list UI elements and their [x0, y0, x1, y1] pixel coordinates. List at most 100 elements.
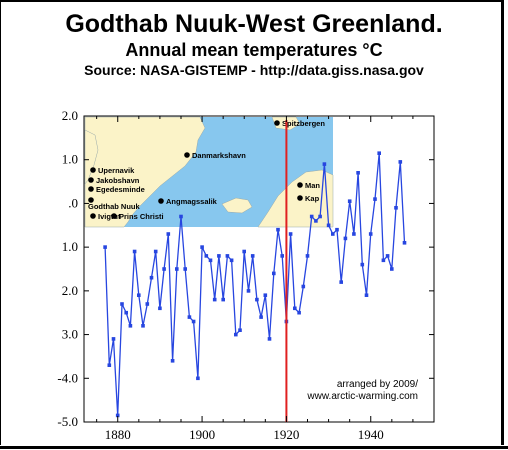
data-point [238, 328, 242, 332]
data-point [212, 297, 217, 302]
data-point [339, 280, 343, 284]
y-axis: 2.0 1.0 .0 1.0 2.0 3.0 -4.0 -5.0 [57, 108, 434, 429]
data-point [280, 254, 284, 258]
y-tick-label: .0 [68, 195, 78, 210]
data-point [368, 232, 373, 236]
data-point [111, 337, 116, 341]
data-point [137, 293, 141, 297]
data-point [204, 254, 209, 258]
data-point [347, 199, 352, 203]
chart-subtitle: Annual mean temperatures °C [125, 40, 383, 60]
data-point [267, 337, 272, 341]
series-line [104, 153, 406, 416]
data-point [217, 254, 221, 258]
data-point [331, 232, 335, 236]
x-tick-label: 1880 [105, 427, 131, 442]
y-tick-label: 3.0 [62, 327, 78, 342]
x-tick-label: 1940 [358, 427, 384, 442]
data-point [293, 306, 297, 311]
data-point [343, 236, 348, 241]
map-dot [297, 195, 303, 201]
x-tick-label: 1920 [273, 427, 299, 442]
data-point [356, 171, 360, 175]
y-tick-label: -5.0 [57, 414, 78, 429]
data-point [149, 275, 154, 280]
data-point [183, 267, 187, 271]
data-point [373, 197, 377, 201]
data-point [145, 302, 150, 306]
data-point [377, 151, 381, 155]
data-point [259, 315, 263, 319]
data-point [225, 254, 230, 258]
map-label: Angmagssalik [166, 197, 218, 206]
map-dot [158, 198, 164, 204]
map-label: Jakobshavn [96, 176, 140, 185]
y-tick-label: 2.0 [62, 283, 78, 298]
y-tick-label: 1.0 [62, 152, 78, 167]
map-label: Godthab Nuuk [88, 202, 140, 211]
source-annotation: arranged by 2009/www.arctic-warming.com [306, 379, 418, 402]
data-point [120, 302, 124, 306]
data-point [200, 245, 204, 249]
data-point [381, 258, 386, 263]
map-label: Ivigtut [98, 212, 121, 221]
data-point [335, 227, 339, 232]
data-point [394, 206, 398, 210]
data-point [234, 332, 238, 337]
data-point [153, 249, 158, 254]
data-point [208, 258, 213, 263]
map-dot [90, 213, 96, 219]
map-iceland [221, 197, 253, 214]
data-point [364, 293, 369, 297]
data-point [229, 258, 234, 263]
map-label: Man [305, 181, 320, 190]
map-label: Danmarkshavn [192, 151, 246, 160]
map-dot [88, 197, 94, 203]
x-axis: 1880 1900 1920 1940 [96, 116, 414, 442]
data-point [305, 254, 310, 258]
data-point [390, 267, 394, 271]
data-point [132, 249, 137, 254]
data-point [288, 232, 293, 236]
data-point [107, 363, 112, 367]
data-point [162, 267, 166, 271]
data-point [276, 227, 280, 232]
data-point [221, 297, 225, 302]
data-point [191, 319, 196, 324]
map-baffin [84, 129, 99, 185]
data-point [128, 324, 133, 328]
data-point [263, 293, 268, 297]
data-point [272, 271, 276, 276]
annotation-line: www.arctic-warming.com [306, 391, 418, 402]
map-label: Upernavik [98, 166, 135, 175]
map-dot [90, 167, 96, 173]
data-point [158, 306, 162, 311]
data-point [402, 241, 407, 245]
map-label: Kap [305, 194, 320, 203]
data-point [246, 289, 251, 293]
data-point [309, 214, 314, 219]
data-point [360, 262, 365, 267]
inset-map [84, 116, 334, 228]
chart-source: Source: NASA-GISTEMP - http://data.giss.… [84, 62, 424, 78]
x-tick-label: 1900 [189, 427, 215, 442]
y-tick-label: 1.0 [62, 239, 78, 254]
data-point [250, 254, 255, 258]
data-point [179, 214, 183, 219]
data-point [115, 413, 120, 418]
map-dot [184, 152, 190, 158]
data-point [352, 232, 356, 236]
map-dot [297, 182, 303, 188]
data-point [318, 214, 322, 219]
data-point [322, 162, 327, 166]
data-point [166, 232, 171, 236]
map-greenland [84, 116, 206, 228]
data-point [297, 310, 301, 315]
y-tick-label: 2.0 [62, 108, 78, 123]
y-tick-label: -4.0 [57, 370, 78, 385]
map-dot [274, 120, 280, 126]
data-point [255, 297, 259, 302]
data-point [175, 267, 179, 271]
